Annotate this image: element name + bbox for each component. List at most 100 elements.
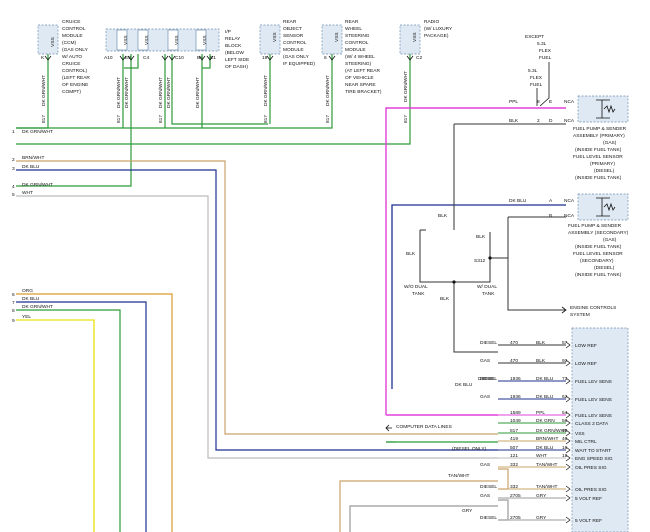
left-pin-label: DK GRN/WHT [22,129,53,135]
blk-label: BLK [440,296,450,302]
except-line: EXCEPT [525,34,544,40]
ip-vss-box [137,29,149,51]
wire-org [16,293,173,532]
nca-label: NCA [564,213,575,219]
ip-pin-c10: C10 [175,55,184,61]
ccm-caption: CRUICE CONTROL MODULE (CCM) (GAS ONLY W/… [62,19,90,95]
ip-line: I/P [225,29,231,35]
rws-line: WHEEL [345,26,362,32]
pcm-connector-box [571,327,629,532]
harness-wires [16,160,498,532]
left-pin-num: 2 [12,157,15,163]
pcm-pin-chevron [565,446,571,454]
pcm-row-color: DK GRN/WHT [536,428,567,434]
rws-caption: REAR WHEEL STEERING CONTROL MODULE (W/ 4… [345,19,382,95]
pcm-row-label: VSS [575,431,585,437]
lower-wires [339,468,509,532]
left-pin-label: DK GRN/WHT [22,182,53,188]
ground-network [419,200,566,353]
ip-vss-box [167,29,179,51]
splice-label: S312 [474,258,486,264]
flex-line: FUEL [530,82,543,88]
ip-pin-a10: A10 [104,55,113,61]
ccm-line: (LEFT REAR [62,75,90,81]
left-pin-label: WHT [22,190,33,196]
caption-line: (INSIDE FUEL TANK) [575,147,622,153]
pcm-pin-chevron [565,485,571,493]
ip-line: OF DASH) [225,64,248,70]
left-pin-num: 4 [12,184,15,190]
pcm-row-circuit: 332 [510,462,518,468]
rws-line: STEERING [345,33,370,39]
computer-data-lines-label: COMPUTER DATA LINES [396,424,452,430]
ip-pin-e1: E1 [210,55,216,61]
ip-pin-e8: E8 [125,55,131,61]
caption-line: FUEL LEVEL SENSOR [573,154,623,160]
pcm-row-circuit: 2705 [510,493,521,499]
rws-line: CONTROL [345,40,369,46]
radio-pin: C2 [416,55,422,61]
ip-line: RELAY [225,36,241,42]
nca-label: NCA [564,198,575,204]
pcm-row-color: BLK [536,340,546,346]
left-pin-num: 8 [12,308,15,314]
except-line: 5.3L [537,41,547,47]
caption-line: (INSIDE FUEL TANK) [575,244,622,250]
caption-line: ASSEMBLY (SECONDARY) [568,230,629,236]
wire-blk-secondary [507,216,566,258]
sender-resistor-icon [596,197,610,217]
ip-vss-tag: VSS [144,35,150,45]
ccm-line: COMPT) [62,89,81,95]
sender-resistor-icon [603,104,616,114]
pcm-row-circuit: 2705 [510,515,521,521]
ros-line: REAR [283,19,297,25]
pcm-row-circuit: 507 [510,445,518,451]
wo-dual-line: TANK [412,291,425,297]
circuit-817-label: 817 [325,115,331,123]
pcm-row-color: BLK [536,358,546,364]
ccm-line: (GAS ONLY [62,47,89,53]
ccm-line: CRUICE [62,19,80,25]
pcm-row-pin: 15 [562,453,568,459]
splice-dot [452,280,456,284]
caption-line: (GAS) [603,237,617,243]
pcm-row-label: FUEL LEV SENS [575,379,612,385]
blk-num: 2 [537,118,540,124]
pcm-row-circuit: 817 [510,428,518,434]
caption-line: (DIESEL) [594,168,615,174]
pcm-row-label: LOW REF [575,343,597,349]
left-pin-label: YEL [22,314,31,320]
pcm-row-pin: 58 [562,418,568,424]
except-line: FLEX [539,48,552,54]
pcm-row-label: FUEL LEV SENS [575,413,612,419]
w-dual-line: W/ DUAL [477,284,497,290]
pcm-row-color: DK BLU [536,445,554,451]
ip-pin-c4: C4 [143,55,149,61]
pcm-row-label: 5 VOLT REF [575,496,602,502]
engine-controls-line: ENGINE CONTROLS [570,305,616,311]
caption-line: FUEL PUMP & SENDER [573,126,627,132]
ccm-pin: K [41,55,45,61]
diesel-only-label: (DIESEL ONLY) [452,446,487,452]
ros-caption: REAR OBJECT SENSOR CONTROL MODULE (GAS O… [283,19,315,67]
ip-vss-tag: VSS [123,35,129,45]
except-line: FUEL [539,55,552,61]
pcm-row-label: CLASS 2 DATA [575,421,609,427]
left-pin-num: 9 [12,318,15,324]
pcm-row-pin: 54 [562,410,568,416]
pcm-row-circuit: 470 [510,340,518,346]
left-pin-label: ORG [22,288,33,294]
ip-line: BLOCK [225,43,242,49]
left-pin-num: 5 [12,192,15,198]
rws-line: REAR [345,19,359,25]
ip-line: LEFT SIDE [225,57,249,63]
pcm-row-pin: 57 [562,340,568,346]
pcm-row-condition: GAS [480,462,490,468]
wire-dkgrnwht-8 [16,309,121,532]
caption-line: (INSIDE FUEL TANK) [575,175,622,181]
left-pin-num: 3 [12,166,15,172]
pcm-pin-chevron [565,516,571,524]
circuit-817-label: 817 [41,115,47,123]
ip-wire-label: DK GRN/WHT [158,77,164,108]
